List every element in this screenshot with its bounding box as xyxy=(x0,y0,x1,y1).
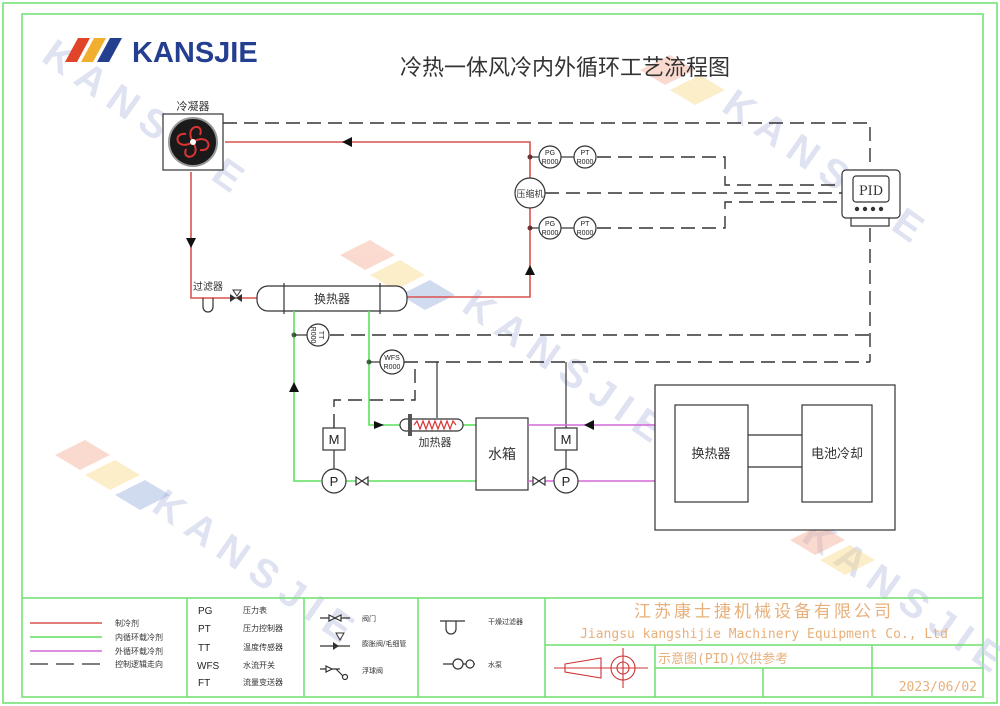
tt-sensor: TT R000 xyxy=(306,323,330,347)
svg-text:P: P xyxy=(562,474,571,489)
pid-controller: PID xyxy=(841,169,901,227)
title-block: 江苏康士捷机械设备有限公司 Jiangsu kangshijie Machine… xyxy=(554,602,977,695)
pg-gauge-top: PG R000 xyxy=(538,145,562,169)
legend-codes: PG 压力表 PT 压力控制器 TT 温度传感器 WFS 水流开关 FT 流量变… xyxy=(197,605,283,689)
pg-gauge-bottom: PG R000 xyxy=(538,216,562,240)
svg-text:流量变送器: 流量变送器 xyxy=(243,677,283,687)
svg-text:WFS: WFS xyxy=(384,355,400,362)
expansion-valve-icon xyxy=(230,289,242,302)
svg-text:控制逻辑走向: 控制逻辑走向 xyxy=(115,659,163,669)
heat-exchanger: 换热器 xyxy=(256,283,408,314)
dry-filter: 过滤器 xyxy=(193,280,223,313)
svg-text:水流开关: 水流开关 xyxy=(243,660,275,670)
condenser: 冷凝器 xyxy=(162,99,224,171)
svg-text:阀门: 阀门 xyxy=(362,614,376,623)
pump-inner: P xyxy=(321,468,347,494)
svg-text:内循环载冷剂: 内循环载冷剂 xyxy=(115,632,163,642)
projection-symbol-icon xyxy=(554,648,648,688)
svg-text:R000: R000 xyxy=(384,364,401,371)
svg-text:FT: FT xyxy=(198,678,210,689)
legend-table: 制冷剂 内循环载冷剂 外循环载冷剂 控制逻辑走向 PG 压力表 PT 压力控制器… xyxy=(22,597,983,697)
legend-symbols: 阀门 膨胀阀/毛细管 浮球阀 干燥过滤器 水泵 xyxy=(320,614,523,681)
svg-text:P: P xyxy=(330,474,339,489)
svg-text:过滤器: 过滤器 xyxy=(193,280,223,293)
inner-border xyxy=(21,13,984,698)
svg-text:膨胀阀/毛细管: 膨胀阀/毛细管 xyxy=(362,639,406,648)
svg-text:压力表: 压力表 xyxy=(243,605,267,615)
wfs-flow-switch: WFS R000 xyxy=(379,349,405,375)
external-system: 换热器 电池冷却 xyxy=(654,384,896,531)
svg-text:水泵: 水泵 xyxy=(488,660,502,669)
svg-text:浮球阀: 浮球阀 xyxy=(362,666,383,675)
svg-text:R000: R000 xyxy=(577,159,594,166)
heater: 加热器 xyxy=(399,414,464,449)
motor-outer: M xyxy=(554,427,578,469)
svg-text:R000: R000 xyxy=(542,159,559,166)
svg-text:PT: PT xyxy=(198,624,211,635)
svg-text:PG: PG xyxy=(198,606,213,617)
svg-text:温度传感器: 温度传感器 xyxy=(243,642,283,652)
svg-text:PID: PID xyxy=(859,184,883,199)
svg-text:外循环载冷剂: 外循环载冷剂 xyxy=(115,646,163,656)
svg-text:电池冷却: 电池冷却 xyxy=(811,447,863,462)
svg-text:加热器: 加热器 xyxy=(419,436,452,449)
company-name-cn: 江苏康士捷机械设备有限公司 xyxy=(634,602,894,622)
note: 示意图(PID)仅供参考 xyxy=(658,651,788,667)
svg-text:PT: PT xyxy=(581,150,591,157)
water-tank: 水箱 xyxy=(475,417,529,491)
fan-icon xyxy=(176,126,210,158)
svg-text:R000: R000 xyxy=(542,230,559,237)
pt-controller-top: PT R000 xyxy=(573,145,597,169)
svg-text:换热器: 换热器 xyxy=(691,447,730,462)
compressor: 压缩机 xyxy=(514,177,546,209)
svg-text:制冷剂: 制冷剂 xyxy=(115,618,139,628)
svg-text:水箱: 水箱 xyxy=(488,447,516,463)
kansjie-logo: KANSJIE xyxy=(65,37,258,69)
svg-text:TT: TT xyxy=(317,331,324,340)
valve-outer-icon xyxy=(532,475,546,487)
motor-inner: M xyxy=(322,427,346,469)
pt-controller-bottom: PT R000 xyxy=(573,216,597,240)
svg-text:WFS: WFS xyxy=(197,661,220,672)
outer-loop-lines xyxy=(528,420,655,482)
svg-text:PG: PG xyxy=(545,150,555,157)
svg-text:KANSJIE: KANSJIE xyxy=(132,37,258,69)
page-title: 冷热一体风冷内外循环工艺流程图 xyxy=(400,56,730,81)
svg-text:M: M xyxy=(329,432,340,447)
pump-outer: P xyxy=(553,468,579,494)
valve-inner-icon xyxy=(355,475,369,487)
svg-text:TT: TT xyxy=(198,643,210,654)
company-name-en: Jiangsu kangshijie Machinery Equipment C… xyxy=(580,627,948,642)
svg-text:KANSJIE: KANSJIE xyxy=(715,81,940,257)
svg-text:冷凝器: 冷凝器 xyxy=(177,99,210,113)
svg-text:M: M xyxy=(561,432,572,447)
control-lines xyxy=(223,122,871,428)
svg-text:压力控制器: 压力控制器 xyxy=(243,623,283,633)
svg-text:压缩机: 压缩机 xyxy=(516,188,543,200)
svg-text:PG: PG xyxy=(545,221,555,228)
svg-text:PT: PT xyxy=(581,221,591,228)
svg-text:R000: R000 xyxy=(309,327,316,344)
svg-text:换热器: 换热器 xyxy=(314,292,350,306)
svg-text:R000: R000 xyxy=(577,230,594,237)
svg-text:干燥过滤器: 干燥过滤器 xyxy=(488,617,523,626)
date: 2023/06/02 xyxy=(899,680,977,695)
legend-lines: 制冷剂 内循环载冷剂 外循环载冷剂 控制逻辑走向 xyxy=(30,618,163,669)
